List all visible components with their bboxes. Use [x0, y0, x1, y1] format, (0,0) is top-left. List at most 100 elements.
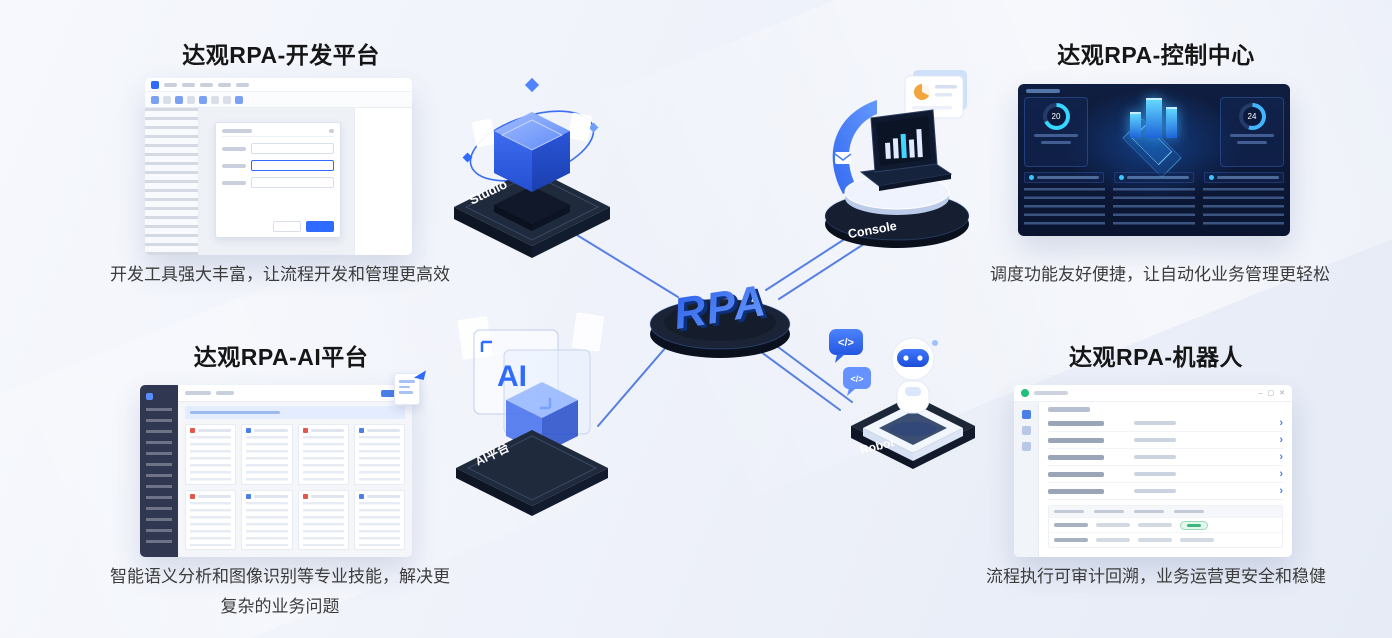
toolbar-icon	[163, 95, 171, 104]
document-card	[297, 489, 349, 550]
doc-type-icon	[246, 493, 252, 499]
building-tower	[1130, 112, 1141, 138]
card-body-skeleton	[358, 436, 400, 481]
robot-eye	[917, 355, 923, 361]
robot-visor	[897, 349, 929, 367]
doc-type-icon	[302, 428, 308, 433]
form-row	[222, 177, 334, 188]
blue-cube-left	[494, 131, 532, 192]
studio-logo-icon	[151, 80, 159, 89]
status-dot	[1209, 175, 1214, 180]
ai-caption-line2: 复杂的业务问题	[220, 597, 340, 616]
ai-platform-caption: 智能语义分析和图像识别等专业技能，解决更 复杂的业务问题	[64, 562, 496, 622]
gauge-value: 20	[1046, 107, 1066, 126]
floating-card	[568, 112, 592, 142]
document-card	[297, 424, 349, 485]
gauge-ring: 20	[1042, 103, 1070, 130]
secondary-button-skeleton	[273, 221, 301, 232]
badge-text-skeleton	[1187, 523, 1201, 527]
robot-titlebar: – ▢ ✕	[1014, 385, 1292, 402]
menu-item-skeleton	[218, 82, 231, 87]
status-badge	[1180, 520, 1208, 530]
robot-app-logo-icon	[1021, 389, 1029, 397]
task-name-skeleton	[1048, 420, 1104, 426]
card-title-skeleton	[198, 494, 232, 498]
card-header	[190, 493, 232, 499]
chevron-right-icon: ›	[1279, 484, 1283, 497]
ai-logo-icon	[146, 393, 153, 400]
robot-nav-rail	[1014, 402, 1039, 557]
menu-item-skeleton	[236, 82, 249, 87]
task-row: ›	[1048, 483, 1283, 500]
studio-properties-panel-skeleton	[354, 108, 412, 255]
stat-bar-skeleton	[1034, 134, 1078, 137]
column-header-skeleton	[1134, 510, 1164, 513]
doc-type-icon	[302, 493, 308, 499]
task-name-skeleton	[1048, 454, 1104, 460]
document-card	[185, 424, 237, 485]
card-body-skeleton	[190, 501, 232, 546]
task-category-skeleton	[1134, 489, 1176, 493]
card-body-skeleton	[246, 501, 288, 546]
card-header	[358, 428, 400, 433]
ai-caption-line1: 智能语义分析和图像识别等专业技能，解决更	[110, 567, 450, 586]
document-card-grid	[185, 424, 405, 550]
document-card	[241, 489, 293, 550]
table-column-skeleton	[1202, 188, 1284, 230]
column-header-skeleton	[1094, 510, 1124, 513]
dashboard-title-skeleton	[1026, 89, 1060, 93]
task-row: ›	[1048, 432, 1283, 449]
robot-caption: 流程执行可审计回溯，业务运营更安全和稳健	[986, 567, 1326, 586]
sidebar-items-skeleton	[146, 408, 172, 549]
cell-skeleton	[1054, 538, 1088, 542]
dev-platform-caption: 开发工具强大丰富，让流程开发和管理更高效	[110, 265, 450, 284]
rpa-hub-illustration: RPA RPA	[649, 276, 791, 358]
dialog-header	[222, 128, 334, 137]
dialog-title-skeleton	[222, 128, 252, 133]
bubble-tail	[847, 388, 856, 396]
action-button-skeleton	[381, 389, 405, 397]
task-name-skeleton	[1048, 488, 1104, 494]
control-center-title: 达观RPA-控制中心	[1057, 42, 1255, 68]
card-line-skeleton	[935, 93, 952, 97]
cell-skeleton	[1096, 538, 1130, 542]
chevron-right-icon: ›	[1279, 450, 1283, 463]
chip-text-skeleton	[1037, 176, 1099, 179]
document-card	[185, 489, 237, 550]
cell-skeleton	[1138, 538, 1172, 542]
primary-button-skeleton	[306, 221, 334, 232]
cube-pedestal-side	[532, 205, 570, 231]
maximize-icon: ▢	[1267, 389, 1275, 397]
floating-diamond	[524, 77, 540, 93]
minimize-icon: –	[1258, 389, 1263, 397]
dashboard-table	[1024, 188, 1284, 230]
robot-task-list: › › › › ›	[1039, 402, 1292, 557]
robot-body	[896, 380, 930, 414]
card-body-skeleton	[190, 436, 232, 481]
studio-activities-panel-skeleton	[145, 108, 199, 255]
chip-text-skeleton	[1217, 176, 1279, 179]
toolbar-icon	[151, 95, 159, 104]
dialog-buttons	[222, 221, 334, 232]
card-body-skeleton	[246, 436, 288, 481]
ai-panel-text: AI	[497, 360, 527, 393]
input-field-skeleton	[251, 160, 334, 171]
status-dot	[1029, 175, 1034, 180]
robot-node-illustration: </> </> Robot	[829, 329, 975, 469]
doc-type-icon	[358, 493, 364, 499]
ai-filter-banner	[185, 406, 405, 419]
cube-pedestal-side	[494, 205, 532, 231]
table-column-skeleton	[1113, 188, 1195, 230]
nav-icon	[1021, 410, 1031, 419]
robot-antenna-dot	[932, 340, 938, 346]
cell-skeleton	[1054, 523, 1088, 527]
robot-status-chip	[1024, 172, 1104, 183]
browser-card	[904, 75, 964, 119]
chevron-right-icon: ›	[1279, 416, 1283, 429]
card-body-skeleton	[302, 501, 344, 546]
window-controls: – ▢ ✕	[1259, 390, 1285, 397]
task-category-skeleton	[1134, 438, 1176, 442]
code-icon: </>	[838, 337, 854, 349]
dialog-close-skeleton	[329, 128, 334, 133]
